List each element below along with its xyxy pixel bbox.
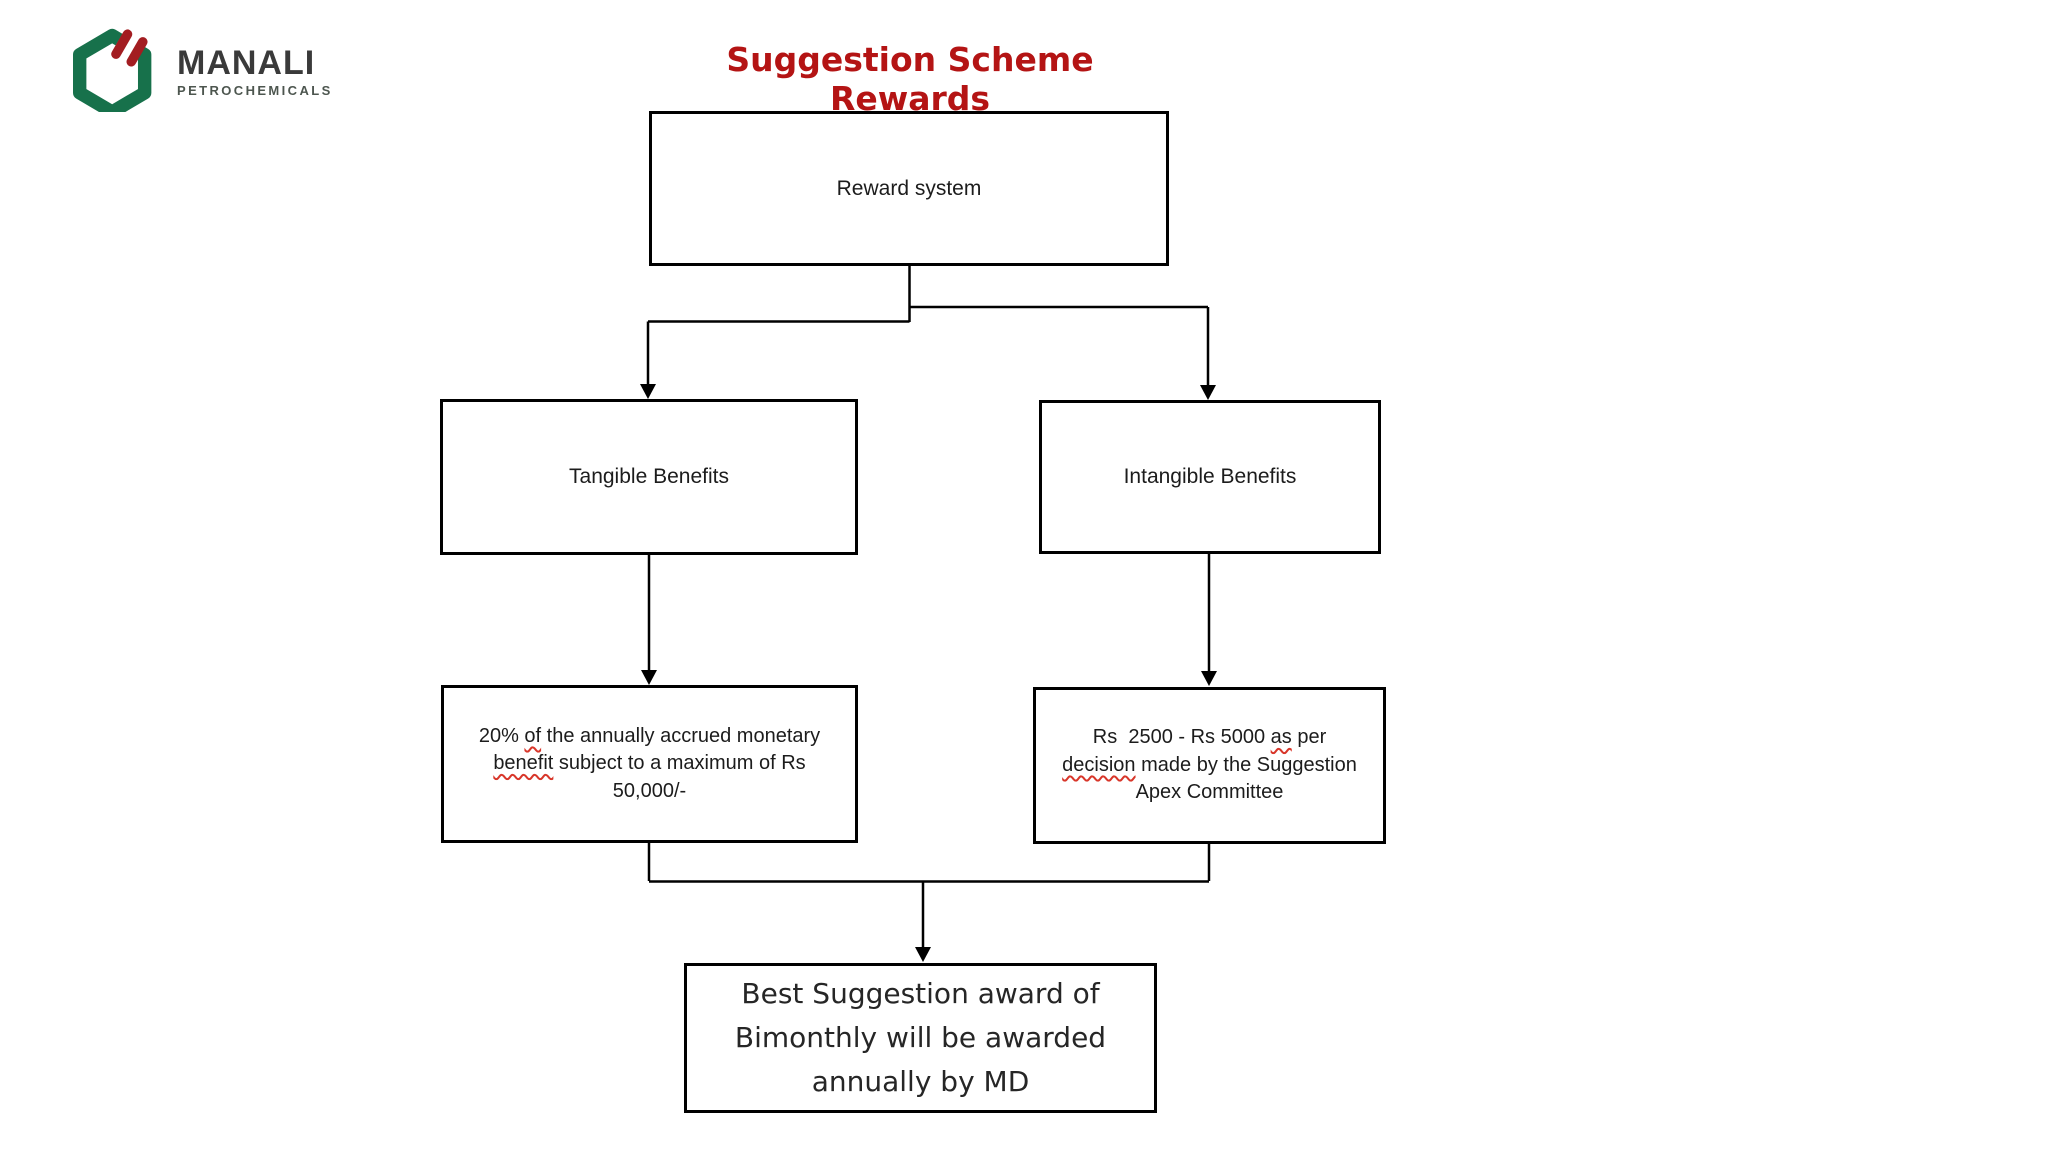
arrow-down-icon (1201, 671, 1217, 686)
text-line: Best Suggestion award of (741, 977, 1100, 1010)
manali-hexagon-logo-icon (73, 28, 152, 112)
text-line: Rs 2500 - Rs 5000 as per (1093, 724, 1326, 752)
text-segment: per (1291, 726, 1327, 749)
logo-stripes-icon (111, 29, 148, 67)
text-segment: the annually accrued monetary (541, 724, 821, 747)
text-line: Apex Committee (1136, 779, 1284, 807)
text-segment: 20% (478, 724, 525, 747)
node-best-suggestion-award: Best Suggestion award of Bimonthly will … (684, 963, 1157, 1113)
misspelled-word: of (524, 724, 542, 747)
company-logo: MANALI PETROCHEMICALS (55, 22, 355, 112)
text-segment: subject to a maximum of Rs (553, 752, 806, 775)
text-segment: Rs 2500 - Rs 5000 (1092, 726, 1271, 749)
text-line: Bimonthly will be awarded (734, 1021, 1107, 1054)
misspelled-word: as (1270, 726, 1292, 749)
node-label: Reward system (836, 176, 982, 200)
node-label: Intangible Benefits (1123, 465, 1297, 488)
node-reward-system: Reward system (649, 111, 1169, 266)
logo-subtitle-text: PETROCHEMICALS (177, 83, 333, 98)
misspelled-word: benefit (493, 752, 554, 775)
node-label: Tangible Benefits (569, 465, 729, 488)
text-line: 20% of the annually accrued monetary (479, 723, 820, 751)
text-segment: 50,000/- (612, 779, 687, 802)
node-tangible-detail: 20% of the annually accrued monetary ben… (441, 685, 858, 843)
logo-wordmark: MANALI PETROCHEMICALS (177, 46, 333, 98)
text-line: annually by MD (811, 1065, 1030, 1098)
arrow-down-icon (641, 670, 657, 685)
text-segment: Apex Committee (1135, 781, 1284, 804)
arrow-down-icon (640, 384, 656, 399)
node-intangible-benefits: Intangible Benefits (1039, 400, 1381, 554)
page-title: Suggestion Scheme Rewards (726, 40, 1094, 118)
misspelled-word: decision (1062, 753, 1136, 776)
text-line: decision made by the Suggestion (1062, 752, 1357, 780)
text-segment: made by the Suggestion (1135, 753, 1357, 776)
arrow-down-icon (1200, 385, 1216, 400)
arrow-down-icon (915, 947, 931, 962)
node-intangible-detail: Rs 2500 - Rs 5000 as per decision made b… (1033, 687, 1386, 844)
node-tangible-benefits: Tangible Benefits (440, 399, 858, 555)
text-line: benefit subject to a maximum of Rs (493, 750, 805, 778)
text-line: 50,000/- (613, 778, 686, 806)
logo-brand-text: MANALI (177, 44, 316, 82)
